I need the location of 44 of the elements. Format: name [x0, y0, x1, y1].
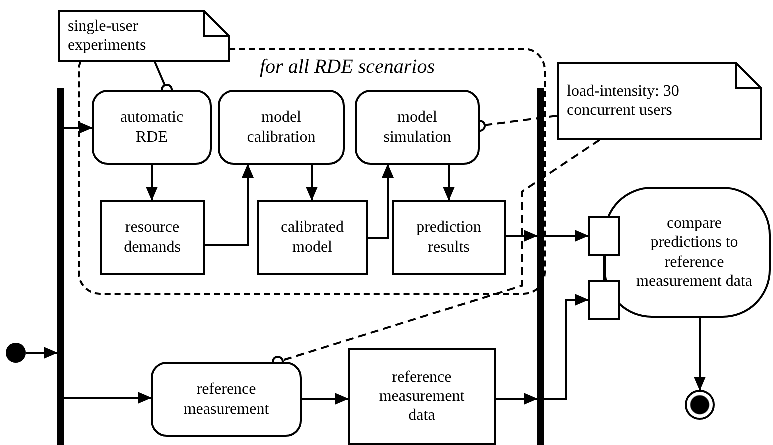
initial-node [6, 343, 26, 363]
object-box [392, 200, 506, 275]
node-label: reference measurement data [378, 368, 466, 426]
note-text: load-intensity: 30 concurrent users [566, 82, 680, 120]
node-label: prediction results [416, 218, 482, 257]
flow-arrow [64, 392, 152, 404]
node-label: reference measurement [182, 380, 270, 419]
flow-arrow [205, 164, 254, 246]
action-pin [588, 280, 620, 320]
flow-arrow [544, 230, 589, 242]
note-text: single-user experiments [67, 16, 148, 56]
note [58, 10, 230, 62]
action-box [151, 362, 302, 437]
node-label: calibrated model [280, 218, 346, 257]
flow-arrow [544, 294, 589, 400]
flow-arrow [64, 122, 93, 134]
flow-arrow [146, 165, 158, 201]
object-box [348, 348, 496, 445]
node-label: model simulation [382, 108, 452, 147]
flow-arrow [26, 347, 58, 359]
object-box [100, 200, 205, 275]
flow-arrow [368, 164, 394, 239]
connector-line [603, 256, 605, 280]
action-box [218, 90, 345, 165]
node-label: model calibration [246, 108, 317, 147]
flow-arrow [306, 165, 318, 201]
flow-arrow [496, 393, 538, 405]
region-title: for all RDE scenarios [260, 56, 435, 79]
final-node [685, 390, 715, 420]
action-box [92, 90, 212, 165]
fork-bar [57, 88, 64, 445]
flow-arrow [302, 393, 349, 405]
action-box [355, 90, 480, 165]
node-label: compare predictions to reference measurement data [636, 214, 754, 291]
node-label: resource demands [123, 218, 182, 257]
fork-bar [537, 88, 544, 445]
flow-arrow [443, 165, 455, 201]
action-box [604, 187, 771, 318]
flow-arrow [506, 230, 538, 242]
flow-arrow [694, 318, 706, 391]
note [557, 62, 762, 140]
action-pin [588, 216, 620, 256]
object-box [257, 200, 368, 275]
node-label: automatic RDE [119, 108, 185, 147]
